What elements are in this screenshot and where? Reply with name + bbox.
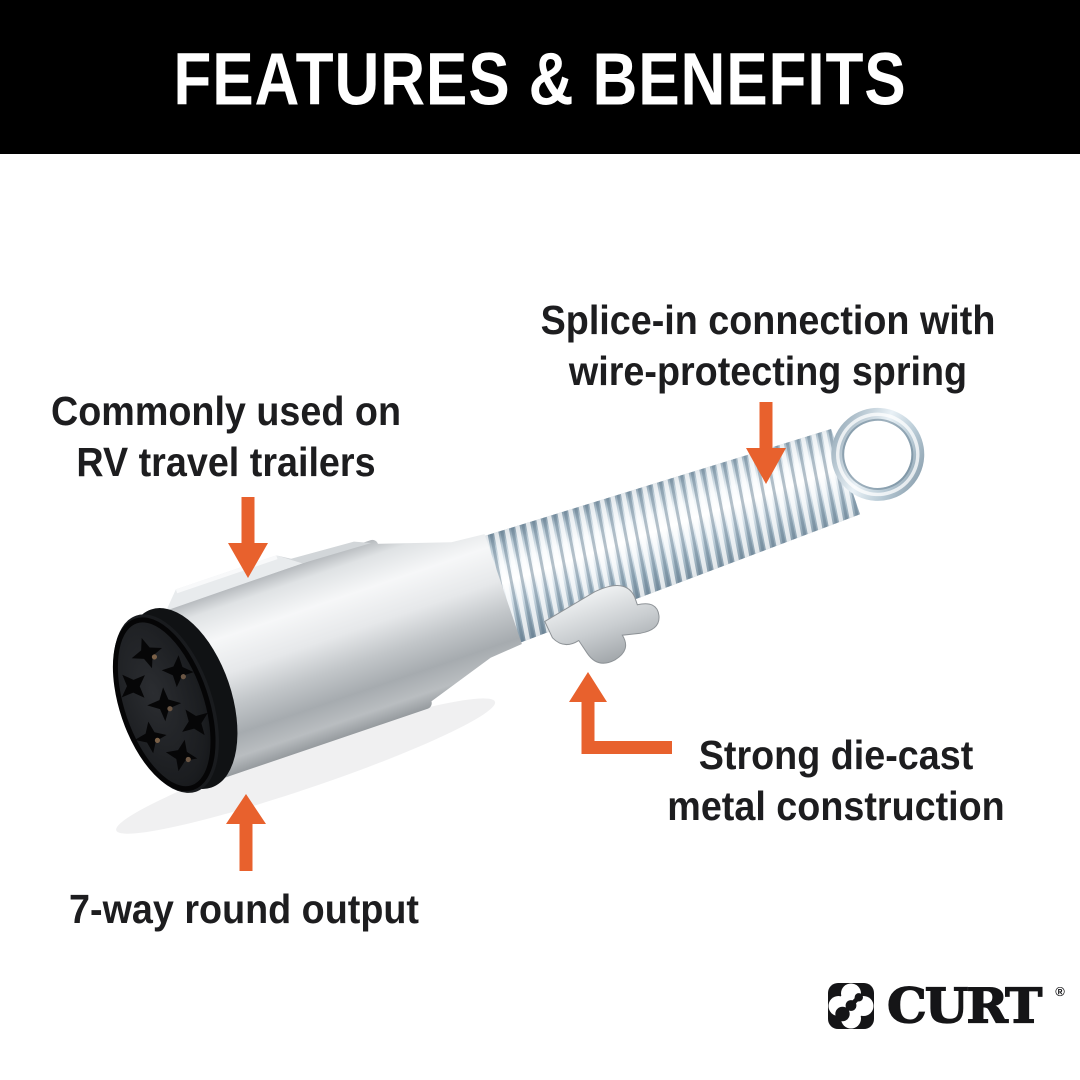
curt-logo-icon — [828, 983, 874, 1029]
spring-ring — [831, 407, 925, 501]
registered-mark: ® — [1055, 984, 1065, 999]
alignment-key — [166, 555, 303, 611]
callout-line: Strong die-cast — [698, 732, 974, 778]
header-bar: FEATURES & BENEFITS — [0, 0, 1080, 154]
callout-line: RV travel trailers — [76, 439, 376, 485]
curt-logo: CURT ® — [828, 977, 1065, 1034]
page-title: FEATURES & BENEFITS — [173, 37, 907, 121]
callout-splice-in-connection: Splice-in connection with wire-protectin… — [541, 295, 996, 397]
trailer-connector-plug — [112, 407, 925, 834]
callout-die-cast-construction: Strong die-cast metal construction — [667, 730, 1004, 832]
curt-wordmark: CURT — [886, 977, 1043, 1034]
splice-arrow-down-icon — [746, 402, 786, 484]
callout-line: wire-protecting spring — [568, 348, 968, 394]
latch-tab — [544, 585, 660, 664]
callout-line: Splice-in connection with — [540, 297, 996, 343]
callout-rv-travel-trailers: Commonly used on RV travel trailers — [51, 386, 401, 488]
sevenway-arrow-up-icon — [226, 794, 266, 871]
connector-face — [112, 608, 238, 793]
product-shadow — [116, 698, 496, 834]
callout-seven-way-output: 7-way round output — [69, 884, 419, 935]
callout-line: Commonly used on — [51, 388, 401, 434]
diecast-arrow-elbow-icon — [569, 672, 672, 754]
wire-protecting-spring — [462, 407, 925, 651]
callout-line: 7-way round output — [69, 886, 419, 932]
callout-arrows — [226, 402, 786, 871]
callout-line: metal construction — [667, 783, 1005, 829]
rv-arrow-down-icon — [228, 497, 268, 578]
pin-sockets — [121, 638, 208, 772]
